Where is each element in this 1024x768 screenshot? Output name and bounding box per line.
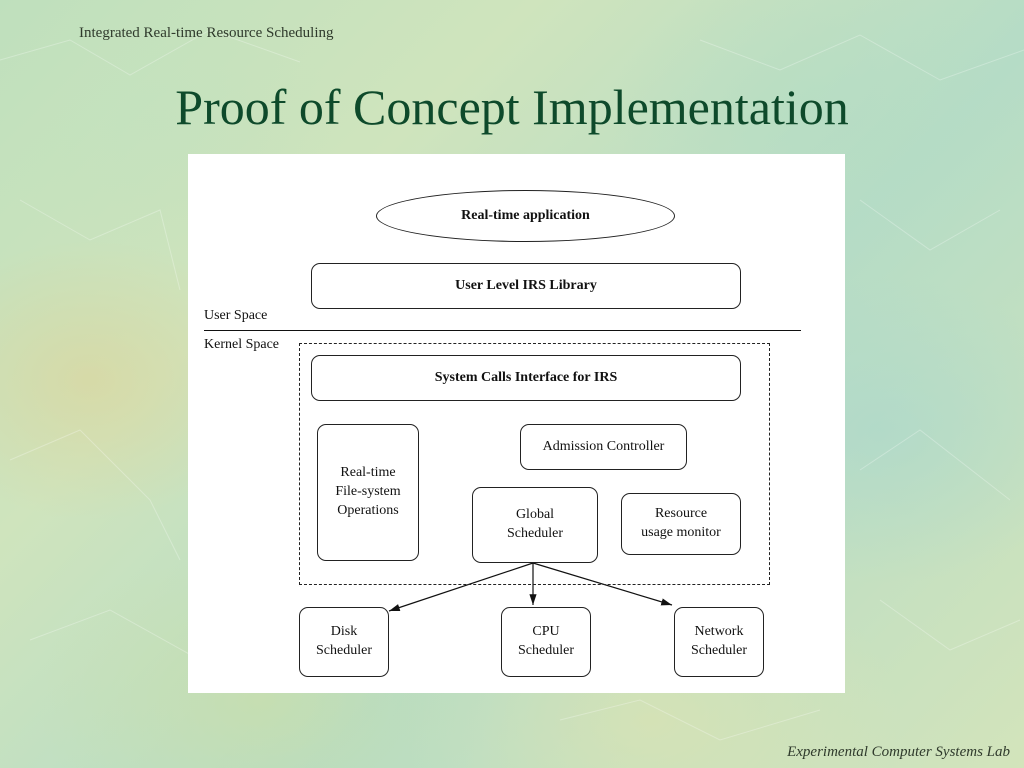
kernel-space-label: Kernel Space (204, 337, 280, 352)
rtfs-line-2: File-system (335, 484, 401, 500)
slide-header: Integrated Real-time Resource Scheduling (79, 25, 334, 41)
admission-controller-node: Admission Controller (520, 424, 687, 470)
realtime-filesystem-node: Real-time File-system Operations (317, 424, 419, 561)
network-scheduler-node: Network Scheduler (674, 607, 764, 677)
slide-title: Proof of Concept Implementation (175, 79, 849, 135)
user-space-label: User Space (204, 308, 268, 323)
monitor-line-1: Resource (654, 506, 708, 522)
user-level-library-node: User Level IRS Library (311, 263, 741, 309)
network-line-2: Scheduler (691, 643, 747, 658)
realtime-application-node: Real-time application (376, 190, 675, 242)
global-scheduler-node: Global Scheduler (472, 487, 598, 563)
cpu-scheduler-node: CPU Scheduler (501, 607, 591, 677)
user-kernel-divider (204, 330, 801, 331)
disk-line-2: Scheduler (316, 643, 372, 658)
global-line-2: Scheduler (507, 526, 563, 541)
network-line-1: Network (694, 624, 744, 640)
cpu-line-2: Scheduler (518, 643, 574, 658)
system-calls-interface-node: System Calls Interface for IRS (311, 355, 741, 401)
architecture-diagram: Real-time application User Level IRS Lib… (188, 154, 845, 693)
resource-monitor-node: Resource usage monitor (621, 493, 741, 555)
rtfs-line-3: Operations (337, 502, 399, 518)
rtfs-line-1: Real-time (340, 465, 396, 481)
disk-line-1: Disk (330, 624, 358, 640)
slide-footer: Experimental Computer Systems Lab (787, 744, 1010, 760)
disk-scheduler-node: Disk Scheduler (299, 607, 389, 677)
global-line-1: Global (515, 507, 555, 523)
arrow-to-disk (388, 562, 534, 612)
kernel-space-boundary (299, 343, 770, 585)
cpu-line-1: CPU (532, 624, 560, 640)
monitor-line-2: usage monitor (641, 525, 721, 540)
